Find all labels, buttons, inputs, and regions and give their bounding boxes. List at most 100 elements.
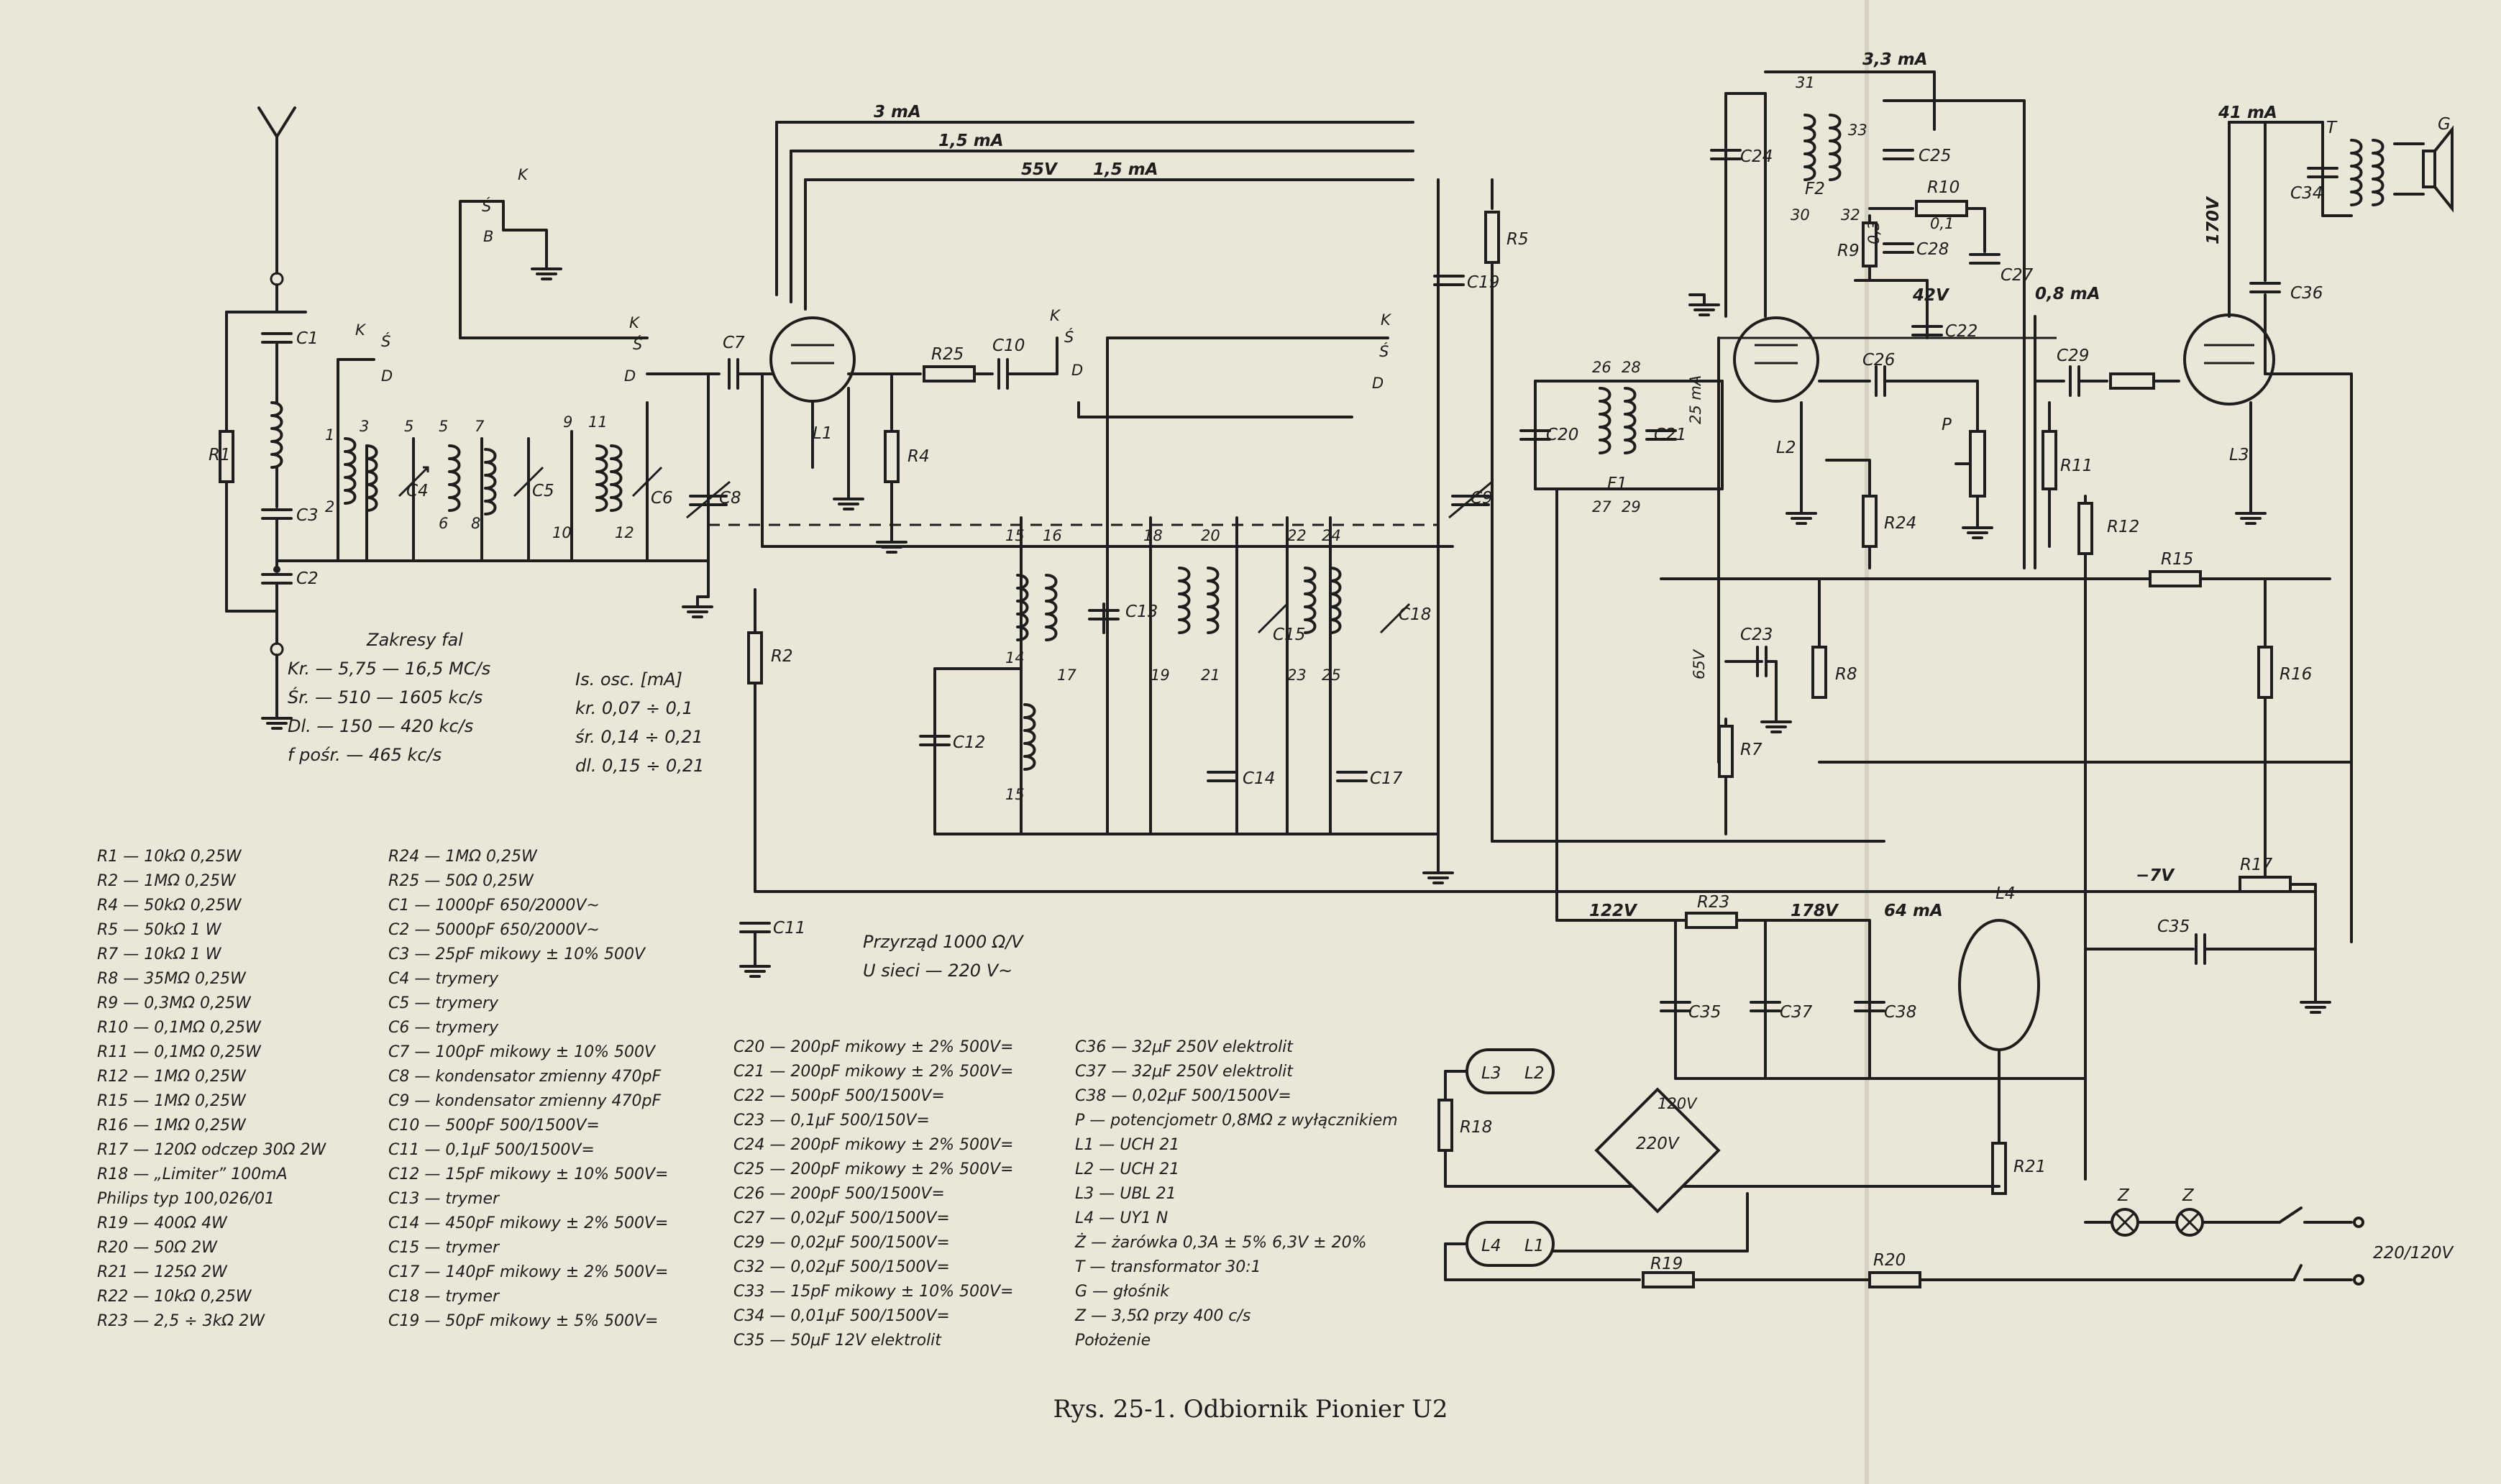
value-0-3: 0,3 <box>1865 221 1883 244</box>
parts-list-col-3: C20 — 200pF mikowy ± 2% 500V= C21 — 200p… <box>733 1035 1014 1353</box>
label-c13: C13 <box>1125 603 1158 621</box>
label-r10: R10 <box>1927 178 1960 197</box>
svg-text:33: 33 <box>1848 122 1867 139</box>
svg-text:22: 22 <box>1287 527 1307 544</box>
label-t: T <box>2326 119 2338 137</box>
part-item: C27 — 0,02μF 500/1500V= <box>733 1209 950 1227</box>
part-item: R20 — 50Ω 2W <box>97 1239 217 1257</box>
label-c20: C20 <box>1546 426 1578 444</box>
part-item: L1 — UCH 21 <box>1075 1136 1180 1154</box>
voltage-42v: 42V <box>1912 286 1950 305</box>
figure-caption: Rys. 25-1. Odbiornik Pionier U2 <box>1053 1395 1448 1424</box>
label-p: P <box>1942 416 1952 434</box>
part-item: C34 — 0,01μF 500/1500V= <box>733 1307 950 1325</box>
label-c14: C14 <box>1243 769 1275 788</box>
svg-text:27: 27 <box>1592 498 1611 516</box>
label-c1: C1 <box>296 329 319 348</box>
part-item: Położenie <box>1075 1332 1151 1350</box>
label-c35: C35 <box>1688 1003 1721 1022</box>
part-item: C22 — 500pF 500/1500V= <box>733 1087 945 1105</box>
part-item: R2 — 1MΩ 0,25W <box>97 872 236 890</box>
ranges-title: Zakresy fal <box>367 630 463 650</box>
label-c18: C18 <box>1399 605 1431 624</box>
svg-text:20: 20 <box>1201 527 1220 544</box>
svg-text:K: K <box>518 166 529 183</box>
part-item: C35 — 50μF 12V elektrolit <box>733 1332 941 1350</box>
meter-row-1: Przyrząd 1000 Ω/V <box>863 932 1023 952</box>
svg-text:9: 9 <box>563 413 572 431</box>
part-item: C13 — trymer <box>388 1190 500 1208</box>
part-item: C17 — 140pF mikowy ± 2% 500V= <box>388 1263 669 1281</box>
part-item: C29 — 0,02μF 500/1500V= <box>733 1234 950 1252</box>
label-c12: C12 <box>953 733 985 752</box>
current-64ma: 64 mA <box>1884 902 1943 920</box>
bias-divider: 65V R7 C23 <box>1691 626 1792 835</box>
part-item: R22 — 10kΩ 0,25W <box>97 1288 252 1306</box>
range-row-2: Śr. — 510 — 1605 kc/s <box>288 687 483 707</box>
heater-label-l1: L1 <box>1524 1237 1544 1255</box>
label-c9: C9 <box>1471 489 1493 508</box>
antenna-symbol <box>257 106 296 275</box>
part-item: C10 — 500pF 500/1500V= <box>388 1117 600 1135</box>
part-item: C37 — 32μF 250V elektrolit <box>1075 1063 1293 1081</box>
current-1-5ma-a: 1,5 mA <box>938 132 1004 150</box>
svg-text:19: 19 <box>1151 667 1170 684</box>
label-r24: R24 <box>1884 514 1916 533</box>
antenna-input-section: R1 C1 C3 C2 <box>209 106 710 730</box>
part-item: C36 — 32μF 250V elektrolit <box>1075 1038 1293 1056</box>
label-c3: C3 <box>296 506 319 525</box>
label-c2: C2 <box>296 569 319 588</box>
output-stage: 0,8 mA C29 R11 R12 L3 170V 41 mA C36 R15 <box>1660 104 2454 1181</box>
label-c10: C10 <box>992 336 1025 355</box>
label-c15: C15 <box>1273 626 1305 644</box>
part-item: C14 — 450pF mikowy ± 2% 500V= <box>388 1214 669 1232</box>
part-item: R10 — 0,1MΩ 0,25W <box>97 1019 261 1037</box>
switch-label-s: Ś <box>381 332 390 350</box>
label-r16: R16 <box>2280 665 2312 684</box>
label-r11: R11 <box>2060 457 2093 475</box>
label-r1: R1 <box>209 446 231 464</box>
voltage-selector <box>1594 1087 1721 1214</box>
label-r15: R15 <box>2161 550 2193 569</box>
label-c21: C21 <box>1654 426 1686 444</box>
svg-text:21: 21 <box>1201 667 1220 684</box>
label-z-1: Z <box>2117 1186 2130 1205</box>
label-c28: C28 <box>1916 240 1949 259</box>
svg-text:29: 29 <box>1622 498 1641 516</box>
svg-text:10: 10 <box>552 524 572 541</box>
part-item: L2 — UCH 21 <box>1075 1160 1180 1178</box>
svg-text:15: 15 <box>1005 527 1025 544</box>
label-c29: C29 <box>2057 347 2089 365</box>
part-item: C33 — 15pF mikowy ± 10% 500V= <box>733 1283 1014 1301</box>
svg-text:8: 8 <box>471 515 480 532</box>
part-item: C3 — 25pF mikowy ± 10% 500V <box>388 945 646 963</box>
svg-text:17: 17 <box>1057 667 1076 684</box>
label-c19: C19 <box>1467 273 1499 292</box>
label-r4: R4 <box>907 447 930 466</box>
svg-text:2: 2 <box>325 498 334 516</box>
svg-text:11: 11 <box>588 413 608 431</box>
label-c11: C11 <box>773 919 805 938</box>
part-item: C19 — 50pF mikowy ± 5% 500V= <box>388 1312 659 1330</box>
parts-list-col-2: R24 — 1MΩ 0,25W R25 — 50Ω 0,25W C1 — 100… <box>388 845 669 1334</box>
svg-text:D: D <box>1372 375 1384 392</box>
selector-220v: 220V <box>1636 1135 1681 1153</box>
voltage-122v: 122V <box>1589 902 1638 920</box>
part-item: R24 — 1MΩ 0,25W <box>388 848 537 866</box>
label-c36: C36 <box>2290 284 2323 303</box>
osc-row-3: dl. 0,15 ÷ 0,21 <box>575 756 705 776</box>
label-c27: C27 <box>2001 266 2034 285</box>
part-item: Z — 3,5Ω przy 400 c/s <box>1075 1307 1251 1325</box>
part-item: Philips typ 100,026/01 <box>97 1190 275 1208</box>
label-l3: L3 <box>2229 446 2249 464</box>
label-l2: L2 <box>1776 439 1796 457</box>
label-c6: C6 <box>651 489 673 508</box>
svg-text:1: 1 <box>325 426 334 444</box>
band-switch-top: K Ś B K Ś D <box>459 166 649 385</box>
part-item: R16 — 1MΩ 0,25W <box>97 1117 246 1135</box>
part-item: R4 — 50kΩ 0,25W <box>97 897 242 915</box>
label-r12: R12 <box>2107 518 2139 536</box>
part-item: C24 — 200pF mikowy ± 2% 500V= <box>733 1136 1014 1154</box>
part-item: C9 — kondensator zmienny 470pF <box>388 1092 662 1110</box>
